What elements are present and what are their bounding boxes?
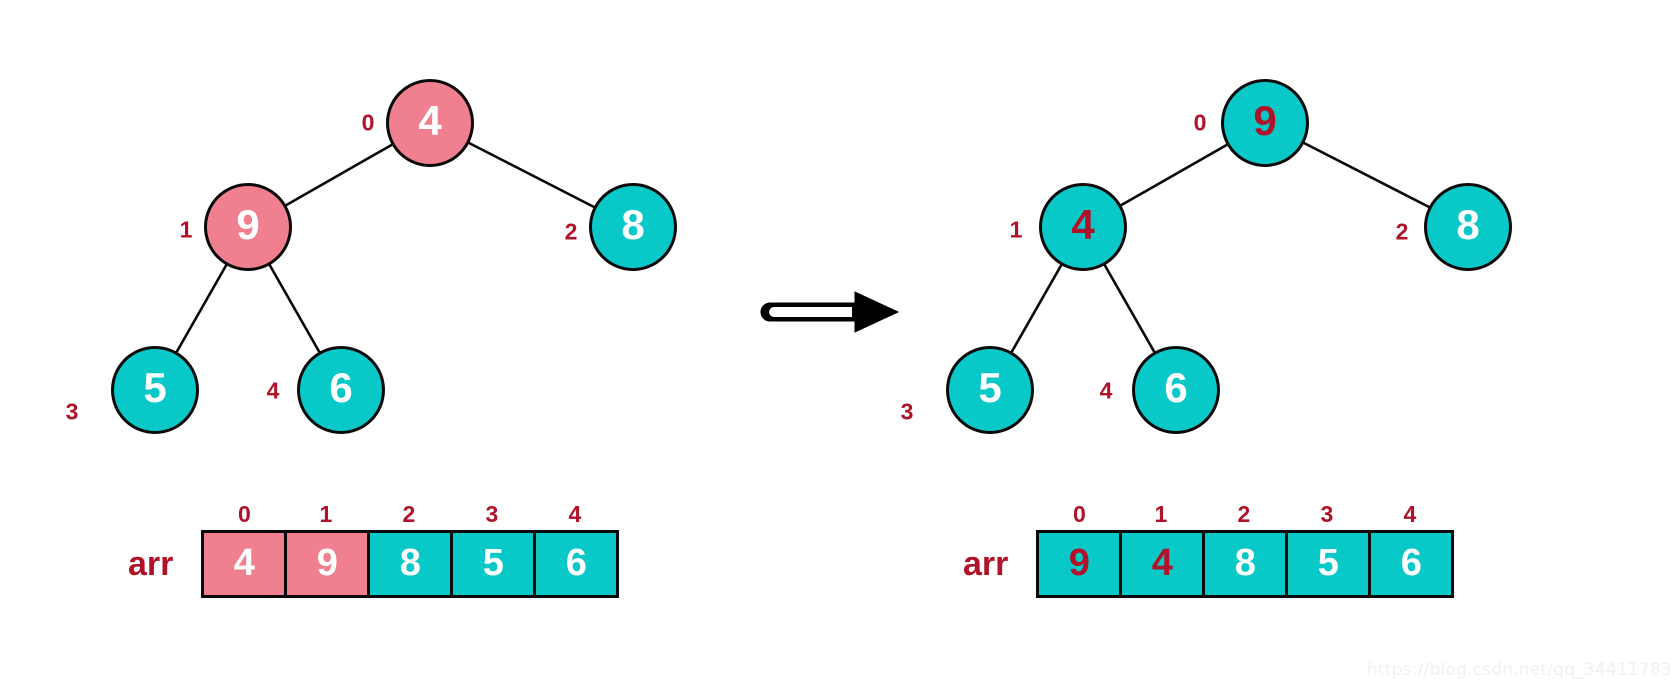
- array-cell-value: 4: [1151, 542, 1173, 584]
- tree-node[interactable]: 5: [111, 346, 199, 434]
- array-cell[interactable]: 9: [1039, 533, 1120, 595]
- array-index-label: 4: [1403, 501, 1417, 527]
- tree-node-value: 8: [621, 201, 645, 248]
- transform-arrow-right-icon: [752, 288, 902, 336]
- array-cell[interactable]: 5: [1285, 533, 1369, 595]
- array-cell[interactable]: 4: [204, 533, 285, 595]
- array-index-label: 0: [237, 501, 251, 527]
- tree-node-index-label: 3: [65, 398, 79, 425]
- array-cell[interactable]: 5: [450, 533, 534, 595]
- tree-node-index-label: 1: [179, 216, 193, 243]
- tree-node-value: 6: [1164, 364, 1188, 411]
- tree-node-value: 9: [236, 201, 260, 248]
- tree-node-index-label: 2: [564, 218, 578, 245]
- array-cell-value: 9: [1068, 542, 1090, 584]
- array-cell-value: 5: [482, 542, 504, 584]
- tree-edge: [1119, 143, 1229, 207]
- tree-node-value: 4: [418, 97, 442, 144]
- tree-edge: [284, 143, 394, 207]
- tree-node[interactable]: 6: [297, 346, 385, 434]
- tree-node-value: 6: [329, 364, 353, 411]
- tree-node-index-label: 4: [1099, 377, 1113, 404]
- array-index-label: 0: [1072, 501, 1086, 527]
- array-index-label: 1: [1154, 501, 1168, 527]
- tree-node-index-label: 0: [1193, 109, 1207, 136]
- array-cell-value: 5: [1317, 542, 1339, 584]
- tree-edge: [1103, 263, 1156, 354]
- tree-node-index-label: 0: [361, 109, 375, 136]
- tree-node-index-label: 1: [1009, 216, 1023, 243]
- array-index-label: 2: [402, 501, 416, 527]
- tree-node[interactable]: 8: [1424, 183, 1512, 271]
- tree-edge: [1302, 141, 1431, 209]
- tree-node[interactable]: 9: [204, 183, 292, 271]
- tree-node-value: 4: [1071, 201, 1095, 248]
- array-cell-value: 9: [316, 542, 338, 584]
- tree-node[interactable]: 8: [589, 183, 677, 271]
- array-cell-value: 8: [1234, 542, 1256, 584]
- tree-node[interactable]: 6: [1132, 346, 1220, 434]
- tree-edge: [268, 263, 321, 354]
- array-cell-value: 6: [565, 542, 587, 584]
- tree-node[interactable]: 4: [386, 79, 474, 167]
- array-index-label: 1: [319, 501, 333, 527]
- array-index-label: 4: [568, 501, 582, 527]
- tree-node[interactable]: 4: [1039, 183, 1127, 271]
- tree-node-index-label: 3: [900, 398, 914, 425]
- tree-edge: [467, 141, 596, 209]
- array-cell[interactable]: 9: [284, 533, 368, 595]
- array-cell-value: 4: [233, 542, 255, 584]
- tree-node-value: 5: [978, 364, 1002, 411]
- array-cell-value: 8: [399, 542, 421, 584]
- array-cell[interactable]: 8: [367, 533, 451, 595]
- tree-node-value: 8: [1456, 201, 1480, 248]
- tree-edge: [1010, 263, 1063, 354]
- tree-node[interactable]: 9: [1221, 79, 1309, 167]
- tree-edge: [175, 263, 228, 354]
- tree-node-index-label: 4: [266, 377, 280, 404]
- array-index-label: 3: [1320, 501, 1334, 527]
- tree-edges-left: [175, 141, 596, 354]
- array-index-label: 3: [485, 501, 499, 527]
- tree-edges-right: [1010, 141, 1431, 354]
- tree-node-index-label: 2: [1395, 218, 1409, 245]
- array-label: arr: [963, 545, 1009, 583]
- tree-node-value: 5: [143, 364, 167, 411]
- array-cell[interactable]: 4: [1119, 533, 1203, 595]
- array-cell[interactable]: 6: [1368, 533, 1452, 595]
- array-label: arr: [128, 545, 174, 583]
- array-cell[interactable]: 8: [1202, 533, 1286, 595]
- tree-node-value: 9: [1253, 97, 1277, 144]
- array-index-label: 2: [1237, 501, 1251, 527]
- array-cell-value: 6: [1400, 542, 1422, 584]
- array-cell[interactable]: 6: [533, 533, 617, 595]
- watermark-text: https://blog.csdn.net/qq_34411783: [1366, 660, 1672, 680]
- tree-node[interactable]: 5: [946, 346, 1034, 434]
